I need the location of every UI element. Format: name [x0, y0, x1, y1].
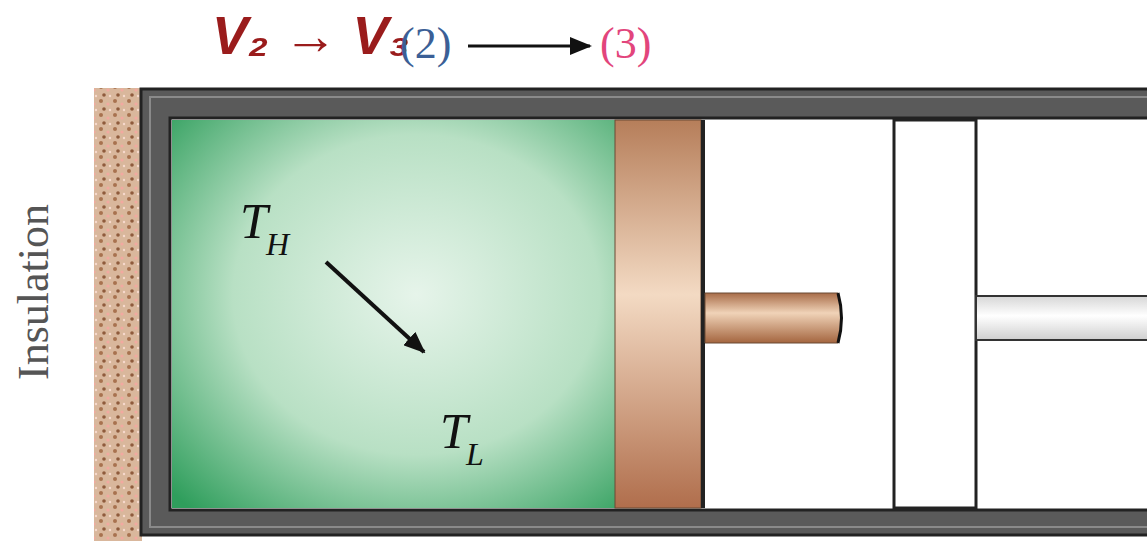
temperature-subscript: H: [266, 228, 289, 260]
state-number: (2): [400, 22, 451, 66]
process-title: V₂ → V₃: [212, 8, 410, 62]
temperature-subscript: L: [466, 438, 484, 470]
state-number: (3): [600, 22, 651, 66]
temperature-symbol: T: [240, 196, 268, 246]
insulation-label: Insulation: [12, 204, 56, 380]
temperature-symbol: T: [440, 406, 468, 456]
